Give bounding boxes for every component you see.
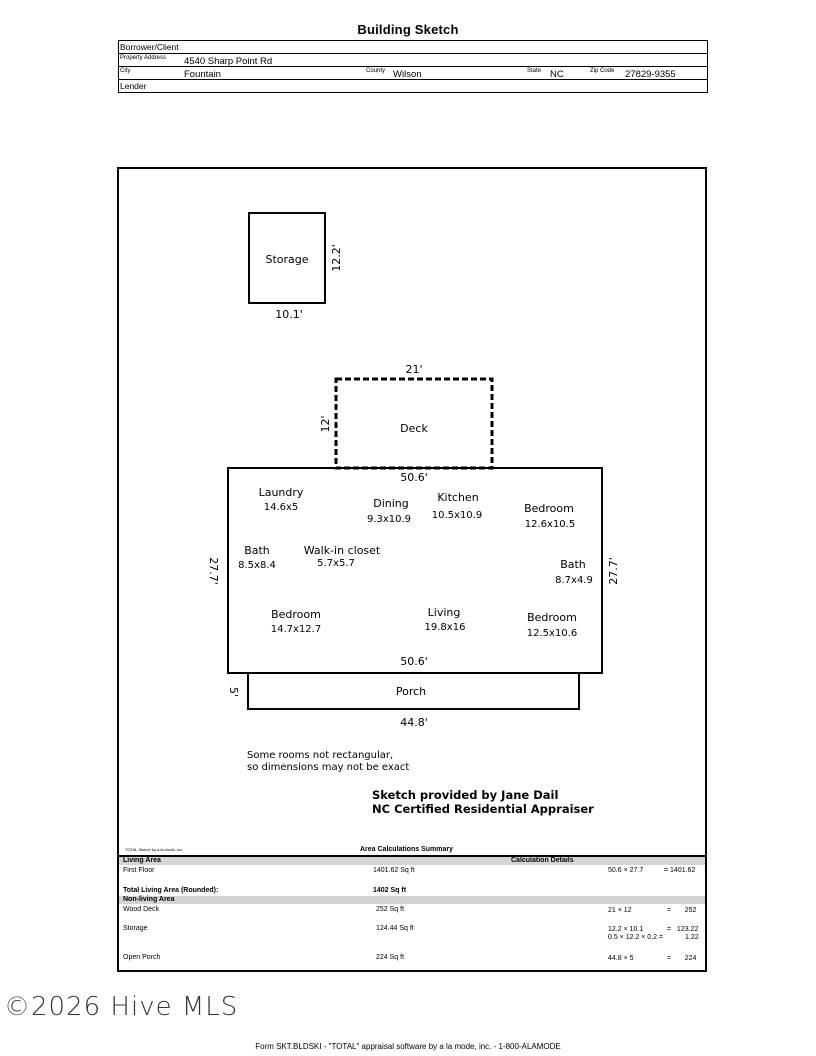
page-title: Building Sketch <box>357 22 459 37</box>
lender-row: Lender <box>119 79 707 92</box>
porch-depth: 5' <box>227 687 240 697</box>
first-floor-label: First Floor <box>123 867 155 874</box>
room-bath2-name: Bath <box>560 558 586 571</box>
address-row: Property Address 4540 Sharp Point Rd <box>119 53 707 67</box>
borrower-label: Borrower/Client <box>120 42 179 52</box>
storage-label: Storage <box>265 253 308 266</box>
house-outline <box>227 467 603 674</box>
nonliving-area-label: Non-living Area <box>123 896 175 903</box>
deck-outline <box>334 377 494 470</box>
city-label: City <box>120 68 131 74</box>
room-living-name: Living <box>428 606 461 619</box>
living-area-label: Living Area <box>123 857 161 864</box>
porch-outline <box>247 674 580 710</box>
borrower-row: Borrower/Client <box>119 41 707 53</box>
storage-area-result-1: = 123.22 <box>667 926 699 933</box>
room-dining-dim: 9.3x10.9 <box>367 514 411 525</box>
first-floor-calc: 50.6 × 27.7 <box>608 867 644 874</box>
watermark: ©2026 Hive MLS <box>4 992 239 1022</box>
lender-label: Lender <box>120 81 147 91</box>
deck-area-label: Wood Deck <box>123 906 160 913</box>
room-kitchen-name: Kitchen <box>437 491 478 504</box>
deck-area-value: 252 Sq ft <box>376 906 405 913</box>
first-floor-value: 1401.62 Sq ft <box>373 867 415 874</box>
room-closet-dim: 5.7x5.7 <box>317 558 355 569</box>
address-label: Property Address <box>120 55 167 61</box>
deck-label: Deck <box>400 422 428 435</box>
room-dining-name: Dining <box>373 497 409 510</box>
property-header: Borrower/Client Property Address 4540 Sh… <box>118 40 708 93</box>
room-laundry-name: Laundry <box>259 486 304 499</box>
room-closet-name: Walk-in closet <box>304 544 381 557</box>
deck-depth: 12' <box>319 415 332 432</box>
note-line-2: so dimensions may not be exact <box>247 762 409 773</box>
county-label: County <box>366 68 386 74</box>
address-value: 4540 Sharp Point Rd <box>184 56 273 67</box>
county-value: Wilson <box>393 69 422 80</box>
storage-area-calc-2: 0.5 × 12.2 × 0.2 = <box>608 934 664 941</box>
porch-area-calc: 44.8 × 5 <box>608 955 634 962</box>
calc-details-label: Calculation Details <box>511 857 574 864</box>
total-living-label: Total Living Area (Rounded): <box>123 887 219 894</box>
state-label: State <box>527 68 542 74</box>
credit-line-1: Sketch provided by Jane Dail <box>372 788 558 802</box>
room-bedroom1-dim: 12.6x10.5 <box>525 519 575 530</box>
storage-area-value: 124.44 Sq ft <box>376 925 414 932</box>
porch-area-value: 224 Sq ft <box>376 954 405 961</box>
zip-label: Zip Code <box>590 68 615 74</box>
note-line-1: Some rooms not rectangular, <box>247 750 393 761</box>
room-bedroom2-dim: 14.7x12.7 <box>271 624 321 635</box>
summary-title: Area Calculations Summary <box>360 846 453 853</box>
state-value: NC <box>550 69 564 80</box>
porch-width: 44.8' <box>400 716 428 729</box>
room-bath1-dim: 8.5x8.4 <box>238 560 276 571</box>
storage-outline <box>248 212 326 304</box>
storage-depth: 12.2' <box>330 244 343 272</box>
room-bath1-name: Bath <box>244 544 270 557</box>
room-laundry-dim: 14.6x5 <box>264 502 299 513</box>
house-right-dim: 27.7' <box>607 557 620 585</box>
room-bedroom1-name: Bedroom <box>524 502 574 515</box>
credit-line-2: NC Certified Residential Appraiser <box>372 802 594 816</box>
software-tag: TOTAL Sketch by a la mode, inc. <box>125 847 184 852</box>
house-left-dim: 27.7' <box>207 557 220 585</box>
deck-area-calc: 21 × 12 <box>608 907 632 914</box>
total-living-value: 1402 Sq ft <box>373 887 407 894</box>
first-floor-result: = 1401.62 <box>664 867 696 874</box>
city-row: City Fountain County Wilson State NC Zip… <box>119 66 707 80</box>
room-bedroom3-dim: 12.5x10.6 <box>527 628 577 639</box>
room-bedroom2-name: Bedroom <box>271 608 321 621</box>
room-bedroom3-name: Bedroom <box>527 611 577 624</box>
room-kitchen-dim: 10.5x10.9 <box>432 510 482 521</box>
form-footer: Form SKT.BLDSKI - "TOTAL" appraisal soft… <box>255 1042 561 1051</box>
deck-area-result: = 252 <box>667 907 697 914</box>
city-value: Fountain <box>184 69 221 80</box>
house-top-dim: 50.6' <box>400 471 428 484</box>
storage-area-label: Storage <box>123 925 148 932</box>
porch-label: Porch <box>396 685 426 698</box>
living-area-band <box>119 857 705 865</box>
summary-divider <box>119 855 705 857</box>
house-bottom-dim: 50.6' <box>400 655 428 668</box>
zip-value: 27829-9355 <box>625 69 676 80</box>
room-bath2-dim: 8.7x4.9 <box>555 575 593 586</box>
porch-area-result: = 224 <box>667 955 697 962</box>
porch-area-label: Open Porch <box>123 954 161 961</box>
nonliving-area-band <box>119 896 705 904</box>
storage-width: 10.1' <box>275 308 303 321</box>
sketch-sheet: Storage 10.1' 12.2' 21' Deck 12' 50.6' 5… <box>117 167 707 972</box>
deck-width: 21' <box>405 363 422 376</box>
floor-plan: Storage 10.1' 12.2' 21' Deck 12' 50.6' 5… <box>207 212 620 816</box>
room-living-dim: 19.8x16 <box>425 622 466 633</box>
storage-area-calc-1: 12.2 × 10.1 <box>608 926 644 933</box>
storage-area-result-2: 1.22 <box>685 934 699 941</box>
